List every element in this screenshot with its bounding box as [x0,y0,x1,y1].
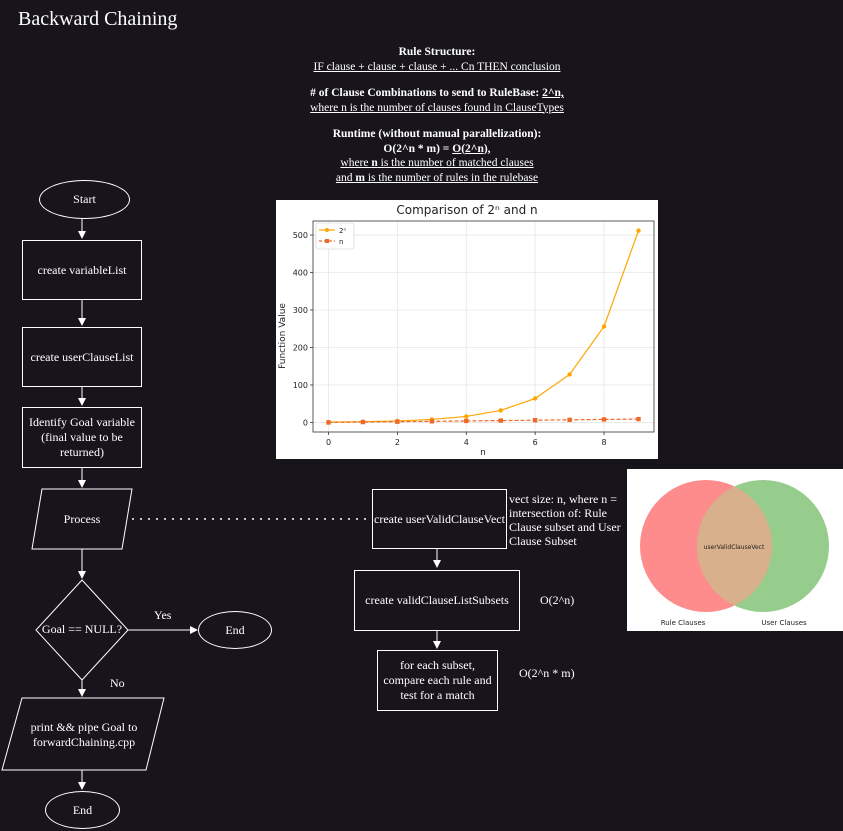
y-tick-label: 100 [293,381,308,390]
combinations-heading-prefix: # of Clause Combinations to send to Rule… [310,87,543,99]
venn-center-label: userValidClauseVect [704,544,765,551]
start-node[interactable]: Start [39,180,130,219]
y-tick-label: 400 [293,269,308,278]
identify-goal-label: Identify Goal variable (final value to b… [29,415,135,459]
print-label: print && pipe Goal to forwardChaining.cp… [30,720,138,749]
venn-left-label: Rule Clauses [661,619,706,627]
create-userclauselist-label: create userClauseList [30,349,134,364]
x-tick-label: 0 [326,438,331,447]
x-tick-label: 2 [395,438,400,447]
process-shape [31,488,133,550]
runtime-formula-prefix: O(2^n * m) = [383,142,453,155]
legend-marker-1 [325,239,329,243]
start-label: Start [73,192,96,206]
vect-note: vect size: n, where n = intersection of:… [509,492,621,548]
series-point-0 [601,324,607,329]
venn-right-label: User Clauses [761,619,807,627]
create-variablelist-label: create variableList [37,262,127,277]
chart-ylabel: Function Value [278,303,288,369]
runtime-line-1-a: where [340,157,372,169]
series-point-1 [464,418,469,424]
create-subsets-label: create validClauseListSubsets [365,593,509,607]
process-node[interactable]: Process [32,489,132,549]
runtime-line-1-c: is the number of matched clauses [377,157,534,169]
no-label: No [110,676,125,690]
rules-notes: Rule Structure: IF clause + clause + cla… [267,45,607,185]
compare-complexity: O(2^n * m) [519,666,575,680]
runtime-line-1: where n is the number of matched clauses [267,156,607,171]
runtime-heading: Runtime (without manual parallelization)… [332,128,542,140]
create-vect-label: create userValidClauseVect [374,511,505,526]
series-point-1 [360,419,366,425]
runtime-line-1-b: n [371,157,378,169]
series-point-0 [567,372,572,377]
process-label: Process [63,511,101,526]
series-point-0 [532,396,538,401]
legend-label-1: n [339,238,343,246]
series-point-1 [601,417,607,422]
create-subsets-node[interactable]: create validClauseListSubsets [354,570,520,631]
x-tick-label: 6 [533,438,538,447]
runtime-formula-value: O(2^n), [452,142,491,155]
series-point-1 [532,417,538,423]
end-bottom-node[interactable]: End [45,791,120,829]
combinations-heading-value: 2^n, [542,87,564,99]
end-bottom-label: End [72,802,93,817]
runtime-line-2-b: m [355,171,365,184]
compare-label: for each subset, compare each rule and t… [383,658,492,702]
rule-structure-text: IF clause + clause + clause + ... Cn THE… [313,60,561,73]
create-userclauselist-node[interactable]: create userClauseList [22,327,142,387]
page-title: Backward Chaining [18,8,178,30]
series-point-1 [636,416,641,422]
series-point-1 [498,418,503,423]
series-point-0 [498,408,503,413]
decision-shape [35,579,129,681]
chart-svg: Comparison of 2ⁿ and n Function Value n … [278,203,655,458]
identify-goal-node[interactable]: Identify Goal variable (final value to b… [22,407,142,468]
series-point-1 [326,420,331,425]
yes-label: Yes [154,608,172,622]
venn-diagram: Rule Clauses User Clauses userValidClaus… [627,469,843,631]
create-variablelist-node[interactable]: create variableList [22,240,142,300]
decision-node[interactable]: Goal == NULL? [36,622,128,637]
subsets-complexity: O(2^n) [540,593,575,607]
comparison-chart: Comparison of 2ⁿ and n Function Value n … [276,200,658,459]
compare-node[interactable]: for each subset, compare each rule and t… [377,650,498,711]
plot-frame [312,220,655,433]
chart-xlabel: n [480,448,486,458]
x-tick-label: 8 [602,438,607,447]
combinations-heading: # of Clause Combinations to send to Rule… [267,86,607,101]
legend-box [315,222,355,250]
create-vect-node[interactable]: create userValidClauseVect [372,489,507,549]
rule-structure-heading: Rule Structure: [398,46,476,58]
print-node[interactable]: print && pipe Goal to forwardChaining.cp… [14,720,154,750]
print-shape [1,697,165,771]
runtime-line-2-a: and [335,171,356,184]
venn-svg: Rule Clauses User Clauses userValidClaus… [640,480,829,627]
decision-label: Goal == NULL? [41,622,123,636]
series-point-1 [395,419,400,424]
series-point-0 [464,414,469,419]
series-line-0 [328,230,640,423]
chart-title: Comparison of 2ⁿ and n [396,203,537,217]
x-tick-label: 4 [464,438,469,447]
series-line-1 [328,418,639,424]
series-point-1 [429,419,435,424]
y-tick-label: 200 [293,343,308,352]
runtime-line-2-c: is the number of rules in the rulebase [364,171,539,184]
runtime-formula: O(2^n * m) = O(2^n), [267,142,607,157]
end-right-label: End [225,622,245,637]
series-point-1 [567,417,572,423]
series-point-0 [636,228,641,233]
overlap-region [697,486,772,606]
runtime-line-2: and m is the number of rules in the rule… [267,171,607,186]
end-right-node[interactable]: End [198,611,272,649]
legend-label-0: 2ⁿ [339,227,346,235]
y-tick-label: 500 [293,231,308,240]
legend-marker-0 [325,228,329,232]
y-tick-label: 300 [293,306,308,315]
y-tick-label: 0 [303,418,308,427]
combinations-text: where n is the number of clauses found i… [310,101,564,114]
